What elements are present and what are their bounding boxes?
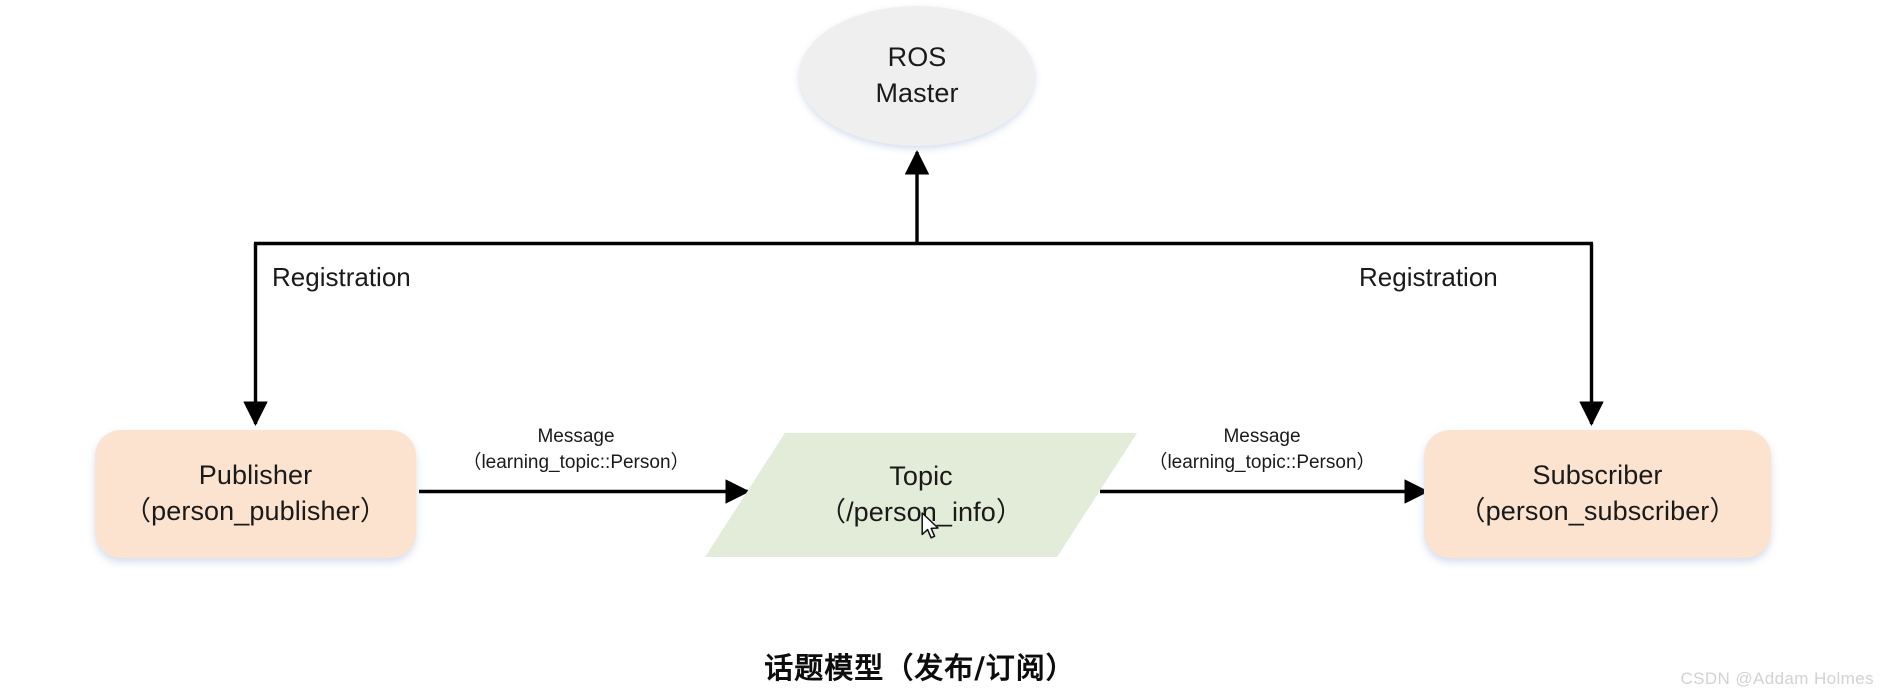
watermark-text: CSDN @Addam Holmes [1680,669,1874,688]
diagram-caption: 话题模型（发布/订阅） [764,651,1076,685]
node-publisher[interactable]: Publisher （person_publisher） [95,430,416,558]
publisher-line-2: （person_publisher） [124,496,387,526]
subscriber-line-2: （person_subscriber） [1458,496,1737,526]
topic-shape [705,433,1137,557]
publisher-line-1: Publisher [198,460,313,491]
subscriber-label: Subscriber （person_subscriber） [1424,430,1771,558]
subscriber-line-1: Subscriber [1532,460,1663,491]
node-ros-master[interactable]: ROS Master [799,6,1035,146]
node-topic[interactable]: Topic （/person_info） [705,433,1137,557]
publisher-label: Publisher （person_publisher） [95,430,416,558]
ros-master-shape [799,6,1035,146]
node-subscriber[interactable]: Subscriber （person_subscriber） [1424,430,1771,558]
